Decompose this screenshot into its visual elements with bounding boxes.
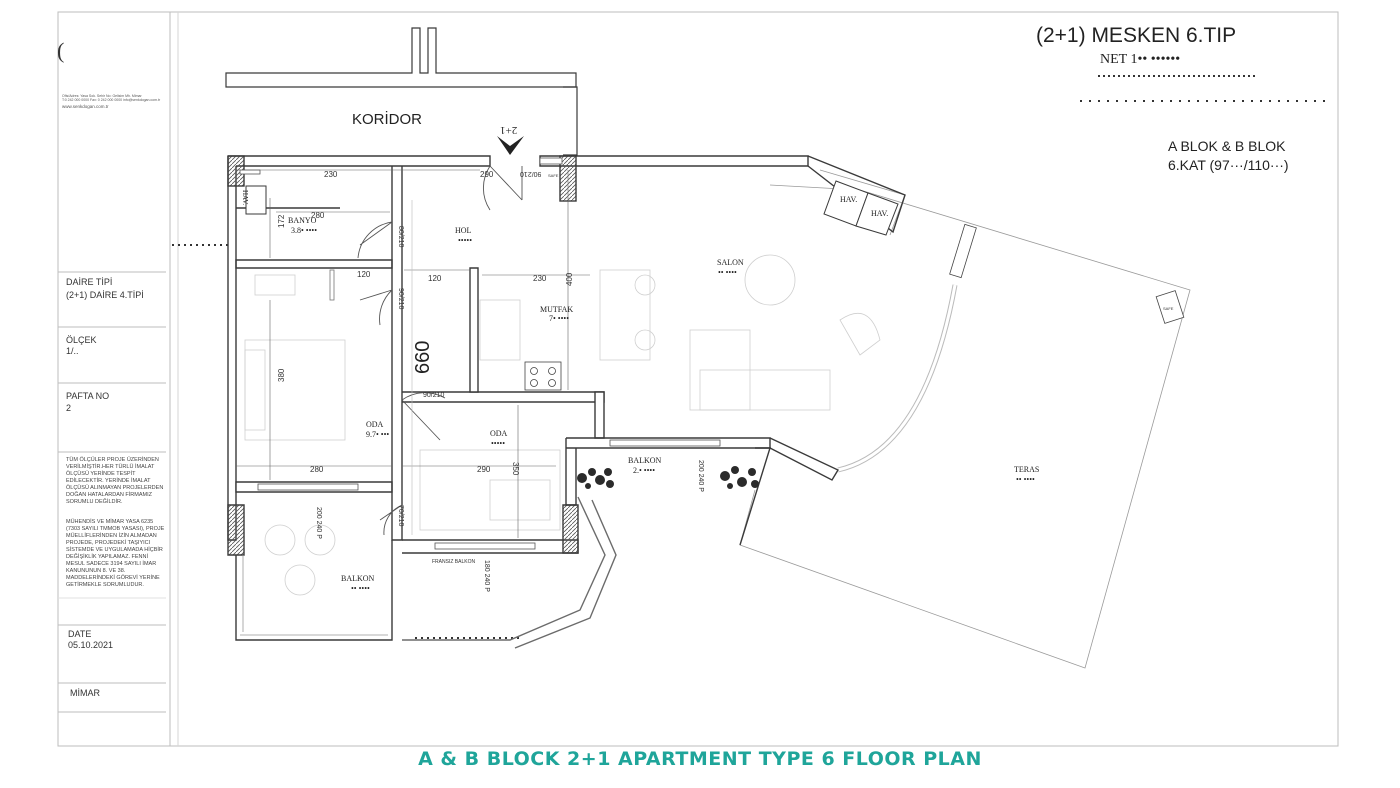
apartment-walls [227, 155, 906, 649]
door-room-1-label: 90/210 [397, 288, 404, 310]
french-balcony-label: FRANSIZ BALKON [432, 559, 476, 565]
room-1-name: ODA [366, 420, 384, 429]
apartment-type-label: DAİRE TİPİ [66, 277, 113, 287]
floor-label: 6.KAT (97···/110···) [1168, 157, 1289, 173]
room-2-area: ••••• [491, 439, 506, 448]
disclaimer-note: TÜM ÖLÇÜLER PROJE ÜZERİNDEN VERİLMİŞTİR.… [66, 457, 164, 505]
scale-label: ÖLÇEK [66, 335, 97, 345]
dim-350: 350 [511, 462, 520, 476]
dim-400: 400 [565, 272, 574, 286]
dim-290-bottom: 290 [477, 465, 491, 474]
bathroom-area: 3.8• •••• [291, 226, 318, 235]
balcony-2-name: BALKON [628, 456, 662, 465]
balcony-2-area: 2.• •••• [633, 466, 656, 475]
dimension-lines [236, 169, 590, 538]
entrance-arrow [497, 136, 524, 155]
dim-230: 230 [533, 274, 547, 283]
dim-280-bath: 280 [311, 211, 325, 220]
door-bath-label: 80/210 [397, 226, 404, 248]
window-room-1-label: 200 240 P [315, 507, 322, 539]
legal-note: MÜHENDİS VE MİMAR YASA 6235 (7303 SAYILI… [66, 519, 165, 588]
dim-120: 120 [428, 274, 442, 283]
salon-area: •• •••• [718, 268, 737, 277]
plan-caption: A & B BLOCK 2+1 APARTMENT TYPE 6 FLOOR P… [418, 748, 982, 770]
company-website: www.senkdogan.com.tr [62, 104, 109, 109]
dim-230-top: 230 [324, 170, 338, 179]
terrace-name: TERAS [1014, 465, 1040, 474]
kitchen-area: 7• •••• [549, 314, 570, 323]
architect-label: MİMAR [70, 688, 100, 698]
kitchen-name: MUTFAK [540, 305, 574, 314]
shaft-label-1: HAV. [241, 190, 249, 206]
apartment-type-value: (2+1) DAİRE 4.TİPİ [66, 290, 144, 300]
safe-label-2: SAFE [1163, 306, 1174, 311]
net-area-dots [1098, 75, 1258, 77]
dim-280-bottom: 280 [310, 465, 324, 474]
kitchen-stove [524, 361, 562, 391]
plants [577, 466, 759, 489]
window-balcony-label: 200 240 P [697, 460, 704, 492]
entrance-mark: 2+1 [500, 124, 518, 136]
shafts [245, 180, 899, 236]
safe-label-1: SAFE [548, 173, 559, 178]
door-room-2-label: 90/210 [423, 392, 445, 399]
shaft-label-2: HAV. [840, 195, 858, 204]
balcony-1-name: BALKON [341, 574, 375, 583]
dim-380: 380 [277, 368, 286, 382]
window-french-label: 180 240 P [483, 560, 490, 592]
terrace-outline [739, 169, 1191, 669]
company-address-line-2: T:0 242 000 0000 Fax: 0 242 000 0000 inf… [62, 98, 161, 102]
bathroom-name: BANYO [288, 216, 317, 225]
dim-660: 660 [412, 340, 434, 374]
scale-value: 1/.. [66, 346, 79, 356]
sheet-title: (2+1) MESKEN 6.TIP [1036, 24, 1237, 47]
balcony-1-area: •• •••• [351, 584, 370, 593]
company-logo: ( [57, 38, 65, 63]
date-value: 05.10.2021 [68, 640, 114, 650]
hall-name: HOL [455, 226, 472, 235]
room-1-area: 9.7• ••• [366, 430, 390, 439]
shaft-label-3: HAV. [871, 209, 889, 218]
windows [239, 157, 721, 550]
salon-name: SALON [717, 258, 744, 267]
furniture [244, 254, 881, 596]
net-area-label: NET 1•• •••••• [1100, 52, 1181, 67]
corridor-label: KORİDOR [352, 111, 423, 128]
room-2-name: ODA [490, 429, 508, 438]
date-label: DATE [68, 629, 92, 639]
hall-area: ••••• [458, 236, 473, 245]
sheet-number-label: PAFTA NO [66, 391, 110, 401]
company-address-line-1: Ofis/Adres: Yasa Sok. Sehir No: Gelisim … [62, 94, 142, 98]
dim-120-mid: 120 [357, 270, 371, 279]
sheet-number-value: 2 [66, 403, 72, 413]
block-label: A BLOK & B BLOK [1168, 138, 1286, 154]
door-entry-label: 90/210 [520, 170, 542, 177]
corridor-walls [225, 27, 578, 156]
dim-172: 172 [277, 214, 286, 228]
terrace-area: •• •••• [1016, 475, 1035, 484]
door-balcony-label: 70/210 [397, 505, 404, 527]
dim-290-top: 290 [480, 170, 494, 179]
